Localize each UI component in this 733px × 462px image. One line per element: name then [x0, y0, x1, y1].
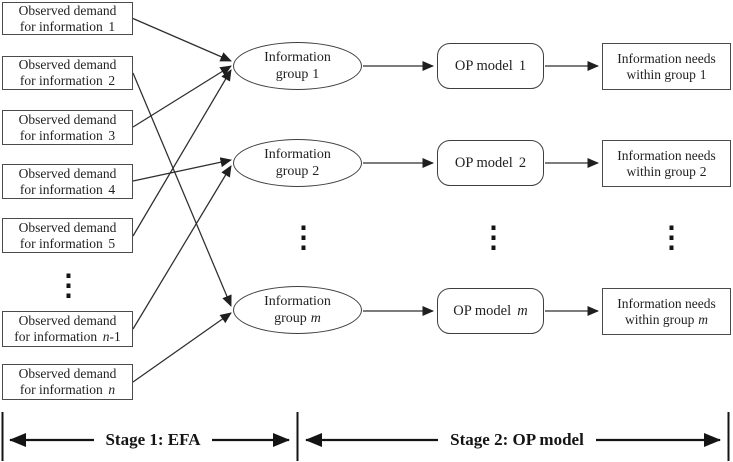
box-line1: Observed demand [18, 313, 117, 328]
needs-index: 2 [699, 163, 707, 179]
needs-column-ellipsis: ⋮ [657, 222, 686, 254]
group-index: 2 [312, 164, 320, 179]
box-index: 1 [108, 18, 116, 34]
op-model-index: m [517, 302, 528, 319]
needs-line1: Information needs [617, 50, 716, 66]
box-line1: Observed demand [18, 165, 117, 181]
arrow-demand2-groupm [132, 72, 232, 307]
box-line1: Observed demand [18, 2, 117, 18]
stage2-label: Stage 2: OP model [438, 429, 596, 451]
box-index-suffix: -1 [109, 329, 121, 344]
box-index: 3 [108, 127, 116, 143]
group-column-ellipsis: ⋮ [289, 222, 318, 254]
box-index: 5 [108, 235, 116, 251]
needs-index: m [698, 311, 708, 327]
arrow-demandn1-group2 [132, 165, 232, 330]
box-line1: Observed demand [18, 57, 117, 72]
box-index: 4 [108, 181, 116, 197]
arrow-demand4-group2 [132, 157, 232, 182]
ellipse-line1: Information [264, 294, 331, 309]
box-index: 2 [108, 73, 116, 88]
box-index: n [108, 382, 116, 397]
arrow-demand3-group1 [132, 65, 232, 128]
group-index: 1 [312, 67, 320, 82]
box-line1: Observed demand [18, 111, 117, 127]
box-line1: Observed demand [18, 366, 117, 381]
op-column-ellipsis: ⋮ [479, 222, 508, 254]
left-column-ellipsis: ⋮ [54, 270, 83, 302]
needs-line1: Information needs [617, 295, 716, 311]
op-model-index: 2 [518, 154, 527, 171]
box-line1: Observed demand [18, 219, 117, 235]
arrow-demandn-groupm [132, 312, 232, 383]
stage1-label: Stage 1: EFA [94, 429, 212, 451]
arrow-demand5-group1 [132, 69, 232, 237]
op-model-index: 1 [518, 57, 527, 74]
needs-line1: Information needs [617, 147, 716, 163]
box-index: n [102, 329, 110, 344]
ellipse-line1: Information [264, 50, 331, 65]
ellipse-line1: Information [264, 147, 331, 162]
group-index: m [310, 311, 321, 326]
arrow-demand1-group1 [132, 17, 232, 62]
needs-index: 1 [699, 66, 707, 82]
